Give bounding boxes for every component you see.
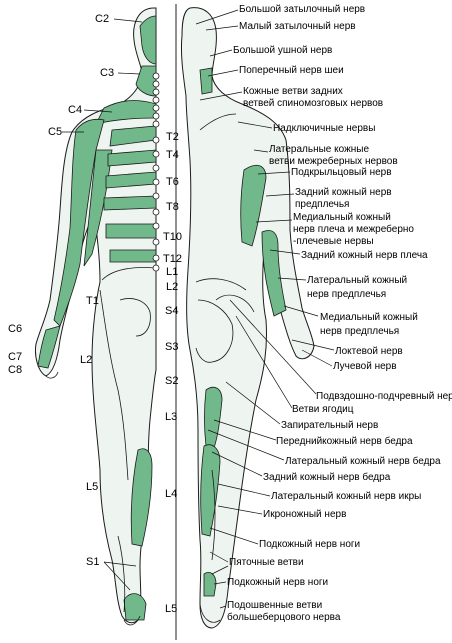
leader-lines	[62, 9, 335, 609]
nerve-label-medial-arm-line2: нерв плеча и межреберно	[293, 224, 414, 235]
nerve-label-posterior-forearm-line1: Задний кожный нерв	[295, 187, 392, 198]
nerve-label-supraclavicular: Надключичные нервы	[273, 123, 376, 134]
nerve-label-sural: Икроножный нерв	[263, 509, 347, 520]
trunk-t4-band	[107, 149, 157, 167]
nerve-label-anterior-femoral: Переднийкожный нерв бедра	[276, 436, 413, 447]
nerve-label-dorsal-rami-line2: ветвей спиномозговых нервов	[243, 98, 384, 109]
forearm-area	[261, 230, 287, 317]
nerve-label-plantar-line1: Подошвенные ветви	[227, 600, 323, 611]
head-c2-band	[139, 15, 157, 65]
nerve-label-posterior-forearm-line2: предплечья	[295, 199, 350, 210]
segment-label-c6: C6	[8, 323, 23, 335]
arm-posterior-area	[240, 164, 267, 247]
nerve-label-transverse-cervical: Поперечный нерв шеи	[239, 65, 344, 76]
nerve-label-ulnar: Локтевой нерв	[335, 346, 403, 357]
nerve-label-iliohypogastric: Подвздошно-подчревный нерв	[316, 391, 452, 402]
thigh-posterior-area	[204, 386, 223, 449]
segment-label-t1: T1	[86, 295, 99, 307]
segment-label-t10: T10	[163, 231, 182, 243]
nerve-label-saphenous-1: Подкожный нерв ноги	[259, 539, 361, 550]
nerve-label-calcaneal: Пяточные ветви	[229, 557, 304, 568]
nerve-label-medial-arm-line3: -плечевые нервы	[293, 236, 374, 247]
nerve-label-medial-forearm-line2: нерв предплечья	[320, 326, 400, 337]
heel-area	[203, 572, 217, 597]
neck-c3-band	[135, 65, 157, 97]
segment-label-l4: L4	[165, 488, 178, 500]
segment-label-c2: C2	[95, 13, 110, 25]
segment-label-s2: S2	[165, 375, 179, 387]
nerve-label-posterior-femoral: Задний кожный нерв бедра	[263, 472, 391, 483]
arm-c5-band	[53, 118, 105, 327]
segment-label-c3: C3	[100, 67, 115, 79]
hand-c6-band	[37, 325, 61, 369]
right-body-figure	[181, 7, 315, 629]
nerve-label-obturator: Запирательный нерв	[281, 420, 379, 431]
segment-label-c4: C4	[68, 104, 83, 116]
segment-label-t8: T8	[166, 201, 179, 213]
nerve-label-dorsal-rami-line1: Кожные ветви задних	[243, 86, 343, 97]
nerve-label-medial-forearm-line1: Медиальный кожный	[320, 312, 418, 323]
left-body-figure	[35, 7, 160, 626]
calf-area	[200, 444, 221, 537]
nerve-label-gluteal-branches: Ветви ягодиц	[292, 404, 354, 415]
segment-label-l2-left: L2	[80, 354, 93, 366]
nerve-label-lateral-femoral: Латеральный кожный нерв бедра	[285, 456, 441, 467]
neck-nerve-area	[199, 67, 213, 95]
segment-label-t2: T2	[166, 131, 179, 143]
nerve-label-radial: Лучевой нерв	[333, 361, 397, 372]
trunk-t12-band	[109, 249, 157, 263]
segment-label-t4: T4	[166, 149, 179, 161]
segment-label-s1: S1	[86, 556, 100, 568]
nerve-label-lesser-occipital: Малый затылочный нерв	[239, 21, 356, 32]
nerve-label-lateral-intercostal-line2: ветви межреберных нервов	[269, 156, 398, 167]
segment-label-s4: S4	[165, 305, 179, 317]
nerve-label-great-auricular: Большой ушной нерв	[233, 45, 333, 56]
segment-label-t6: T6	[166, 176, 179, 188]
nerve-label-lateral-sural: Латеральный кожный нерв икры	[271, 491, 422, 502]
segment-label-l1: L1	[166, 266, 179, 278]
segment-label-l5-foot: L5	[165, 603, 178, 615]
nerve-label-greater-occipital: Большой затылочный нерв	[239, 4, 366, 15]
foot-l5-band	[123, 593, 147, 621]
segment-label-c8: C8	[8, 364, 23, 376]
trunk-t8-band	[103, 195, 157, 211]
nerve-label-saphenous-2: Подкожный нерв ноги	[227, 577, 329, 588]
right-body-outline-details	[195, 113, 255, 623]
trunk-t10-band	[105, 223, 157, 239]
leg-l4-band	[130, 448, 153, 547]
segment-label-t12: T12	[163, 253, 182, 265]
segment-label-l3: L3	[165, 411, 178, 423]
nerve-label-posterior-arm: Задний кожный нерв плеча	[301, 250, 428, 261]
nerve-label-lateral-forearm-line2: нерв предплечья	[307, 289, 387, 300]
nerve-label-medial-arm-line1: Медиальный кожный	[293, 212, 391, 223]
right-nerve-areas	[199, 67, 287, 597]
segment-label-c5: C5	[48, 126, 63, 138]
segment-label-s3: S3	[165, 341, 179, 353]
nerve-label-lateral-intercostal-line1: Латеральные кожные	[269, 144, 370, 155]
left-dermatome-bands	[37, 15, 157, 621]
nerve-label-axillary: Подкрыльцовый нерв	[291, 167, 392, 178]
segment-label-l2-right: L2	[166, 281, 179, 293]
nerve-label-plantar-line2: большеберцового нерва	[227, 612, 341, 623]
segment-label-l5-left: L5	[86, 481, 99, 493]
left-body-outline-details	[45, 267, 157, 626]
spinal-process-dots	[152, 72, 160, 272]
segment-label-c7: C7	[8, 351, 23, 363]
nerve-label-lateral-forearm-line1: Латеральный кожный	[307, 275, 408, 286]
